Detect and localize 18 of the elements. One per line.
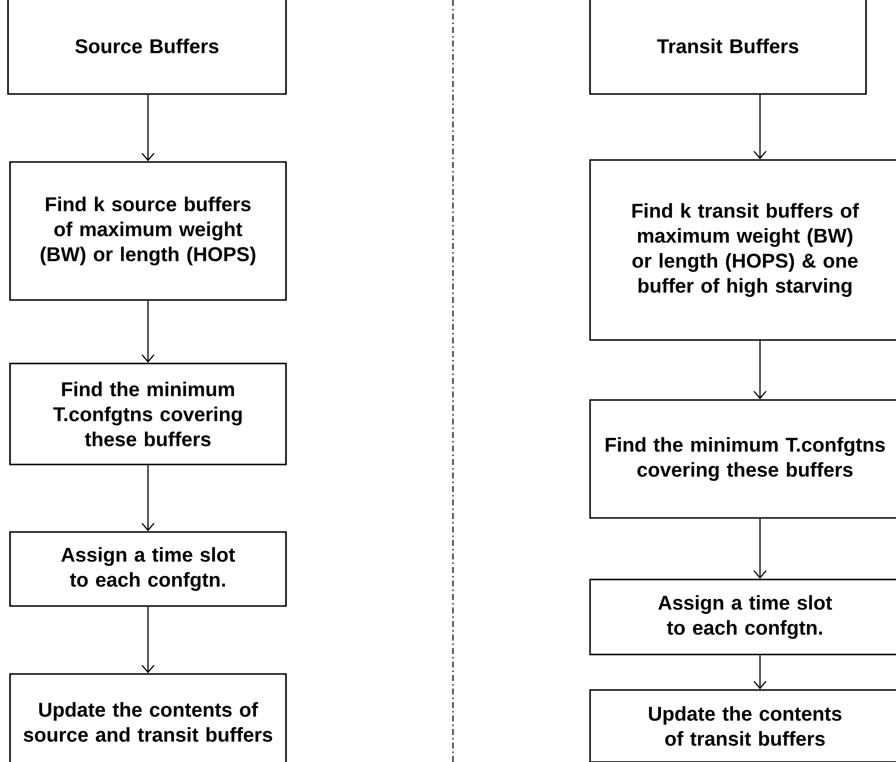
process-box: Find the minimum T.confgtns covering these buffers (9, 362, 287, 466)
arrow (754, 518, 766, 579)
process-box: Assign a time slot to each confgtn. (589, 578, 896, 656)
arrow (142, 465, 154, 532)
arrow (754, 340, 766, 400)
process-box: Find k transit buffers of maximum weight (BW) or length (HOPS) & one buffer of high starving (589, 159, 896, 341)
process-box: Source Buffers (7, 0, 287, 95)
arrow (142, 606, 154, 674)
process-box: Assign a time slot to each confgtn. (9, 531, 287, 607)
arrow (754, 655, 766, 690)
process-box: Transit Buffers (589, 0, 867, 95)
arrow (754, 94, 766, 160)
process-box: Update the contents of transit buffers (589, 689, 896, 762)
arrow (142, 300, 154, 363)
process-box: Find the minimum T.confgtns covering these buffers (589, 399, 896, 519)
process-box: Update the contents of source and transit buffers (9, 673, 287, 762)
arrow (142, 94, 154, 162)
process-box: Find k source buffers of maximum weight (BW) or length (HOPS) (9, 161, 287, 301)
